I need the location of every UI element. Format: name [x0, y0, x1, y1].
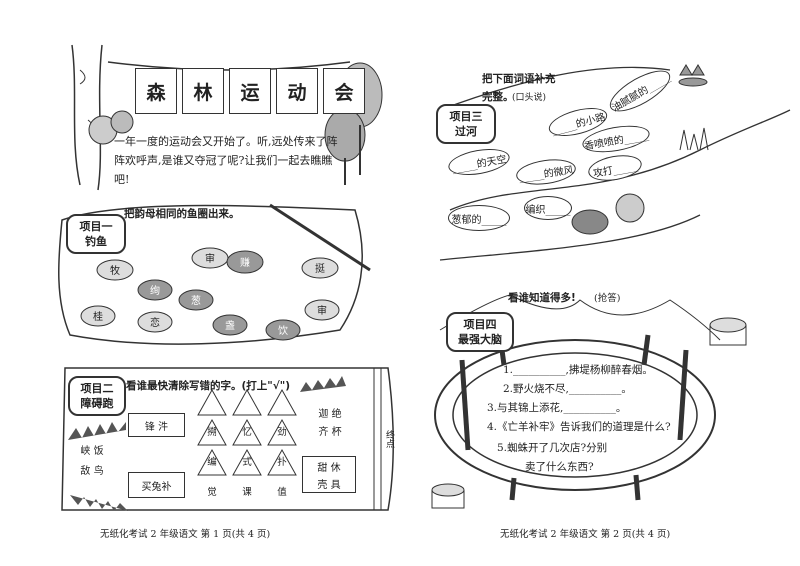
fish-char-8[interactable]: 恋 [150, 318, 160, 329]
triangle-char-7[interactable]: 觉 [207, 487, 217, 498]
triangle-char-5[interactable]: 式 [242, 457, 252, 468]
triangle-char-9[interactable]: 值 [277, 487, 287, 498]
fish-char-1[interactable]: 牧 [110, 266, 120, 277]
obstacle-fire-1[interactable]: 峡 饭 [80, 445, 104, 457]
fish-char-3[interactable]: 赚 [240, 258, 250, 269]
stone-8[interactable]: 编织_____ [524, 196, 572, 220]
question-2[interactable]: 2.野火烧不尽,__________。 [503, 383, 632, 395]
fish-char-11[interactable]: 审 [317, 306, 327, 317]
event3-tag: 项目三 过河 [436, 104, 496, 144]
obstacle-fire-4[interactable]: 齐 杯 [318, 426, 342, 438]
stone-7[interactable]: 葱郁的_____ [448, 205, 510, 231]
event3-instruction-note: (口头说) [512, 93, 547, 103]
title-flag-2: 林 [182, 68, 224, 114]
fish-char-7[interactable]: 桂 [93, 312, 103, 323]
event3-instruction: 把下面词语补充完整。 [482, 73, 556, 103]
question-4[interactable]: 4.《亡羊补牢》告诉我们的道理是什么? [487, 421, 671, 433]
question-5-line2: 卖了什么东西? [525, 461, 594, 473]
obstacle-fire-2[interactable]: 敌 鸟 [80, 465, 104, 477]
question-1[interactable]: 1.__________,拂堤杨柳醉春烟。 [503, 364, 653, 376]
title-flag-5: 会 [323, 68, 365, 114]
triangle-char-4[interactable]: 编 [207, 457, 217, 468]
event4-instruction-note: (抢答) [594, 293, 621, 304]
fish-char-5[interactable]: 绚 [150, 286, 160, 297]
triangle-char-6[interactable]: 扑 [277, 457, 287, 468]
event1-tag: 项目一 钓鱼 [66, 214, 126, 254]
triangle-char-8[interactable]: 课 [242, 487, 252, 498]
obstacle-box-2[interactable]: 买兔补 [128, 472, 185, 498]
title-flag-3: 运 [229, 68, 271, 114]
title-flag-1: 森 [135, 68, 177, 114]
obstacle-fire-3[interactable]: 迦 绝 [318, 408, 342, 420]
fish-char-10[interactable]: 饮 [278, 326, 288, 337]
question-5[interactable]: 5.蜘蛛开了几次店?分别 [497, 442, 608, 454]
event4-instruction: 看谁知道得多! [508, 292, 576, 304]
page2-decorations [431, 64, 791, 509]
triangle-char-2[interactable]: 忆 [242, 427, 252, 438]
question-3[interactable]: 3.与其锦上添花,__________。 [487, 402, 627, 414]
event1-instruction: 把韵母相同的鱼圈出来。 [124, 208, 240, 220]
fish-char-2[interactable]: 审 [205, 254, 215, 265]
event2-instruction: 看谁最快清除写错的字。(打上"√") [126, 380, 291, 392]
page2-footer: 无纸化考试 2 年级语文 第 2 页(共 4 页) [500, 529, 671, 540]
finish-line-label: 终点 [384, 430, 394, 448]
fish-char-9[interactable]: 盏 [225, 321, 235, 332]
intro-paragraph: 一年一度的运动会又开始了。听,远处传来了阵阵欢呼声,是谁又夺冠了呢?让我们一起去… [114, 135, 338, 186]
fish-char-4[interactable]: 挺 [315, 264, 325, 275]
event4-tag: 项目四 最强大脑 [446, 312, 514, 352]
obstacle-box-1[interactable]: 锋 汼 [128, 413, 185, 437]
triangle-char-1[interactable]: 搠 [207, 427, 217, 438]
triangle-char-3[interactable]: 劲 [277, 427, 287, 438]
page1-footer: 无纸化考试 2 年级语文 第 1 页(共 4 页) [100, 529, 271, 540]
fish-char-6[interactable]: 葱 [191, 296, 201, 307]
event2-tag: 项目二 障碍跑 [68, 376, 126, 416]
title-flag-4: 动 [276, 68, 318, 114]
obstacle-box-3[interactable]: 甜 休 [302, 456, 356, 475]
obstacle-box-4[interactable]: 壳 具 [302, 474, 356, 493]
